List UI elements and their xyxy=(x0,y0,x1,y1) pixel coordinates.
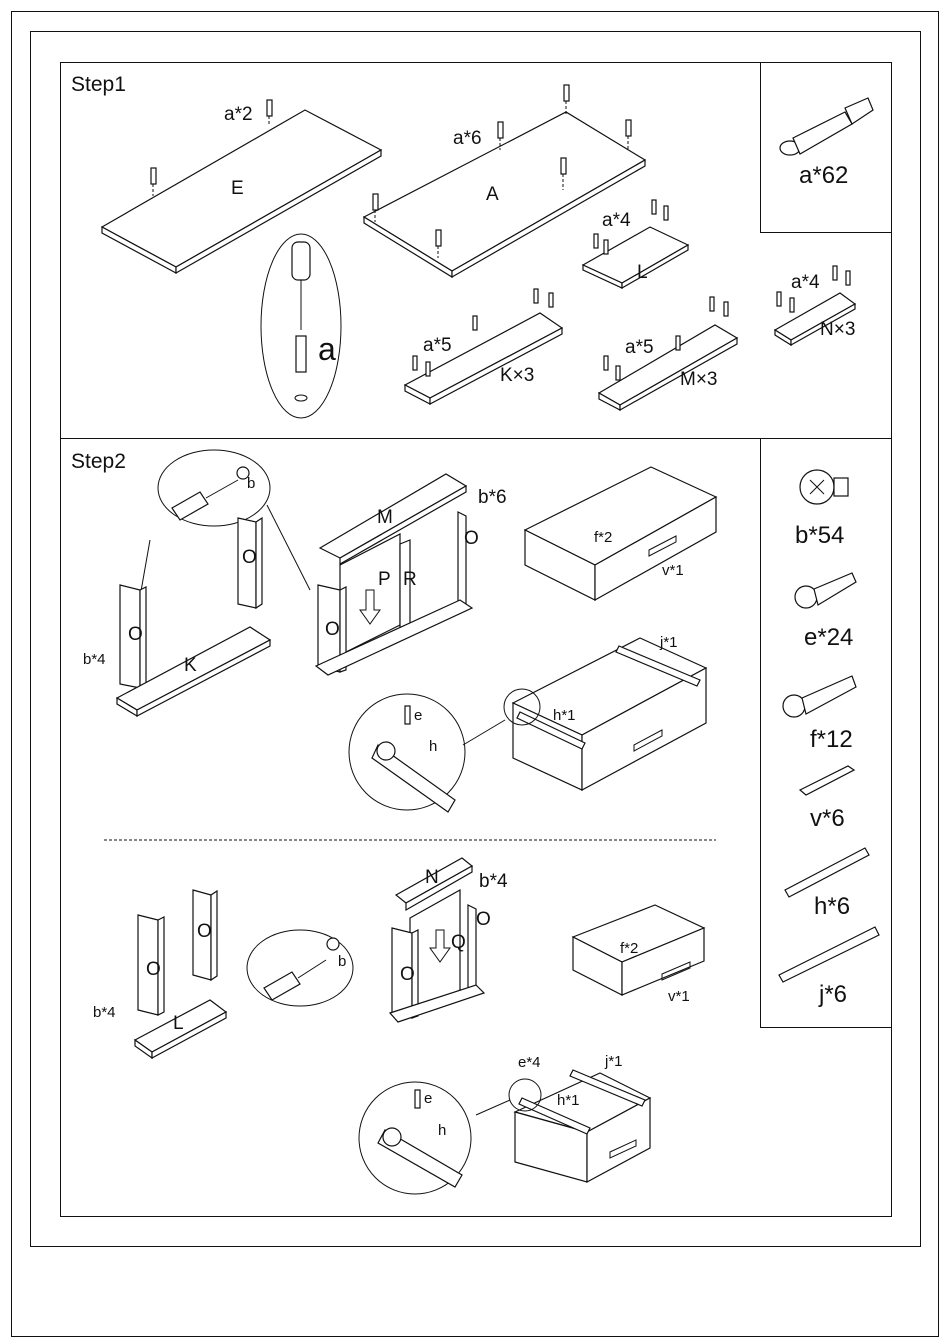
label-k: K×3 xyxy=(500,366,534,385)
label-v1: v*1 xyxy=(668,989,690,1004)
screw-icon xyxy=(405,706,410,724)
label-k-count: a*5 xyxy=(423,336,452,355)
label-n-count: a*4 xyxy=(791,273,820,292)
stick-icon xyxy=(800,766,854,795)
cam-lock-icon xyxy=(800,470,848,504)
label-a-count: a*6 xyxy=(453,129,482,148)
panel-m xyxy=(599,325,737,405)
label-h: h xyxy=(429,739,437,754)
label-j1: j*1 xyxy=(605,1054,623,1069)
label-l: L xyxy=(173,1014,184,1033)
label-f2: f*2 xyxy=(620,941,638,956)
label-r: R xyxy=(403,570,417,589)
label-o: O xyxy=(242,548,257,567)
label-o: O xyxy=(400,965,415,984)
screw-icon xyxy=(795,573,856,608)
label-b: b xyxy=(247,476,255,491)
screwdriver-icon xyxy=(172,467,249,520)
label-l-count: a*4 xyxy=(602,211,631,230)
step2-title: Step2 xyxy=(71,451,126,472)
label-e4: e*4 xyxy=(518,1055,541,1070)
label-e: E xyxy=(231,179,244,198)
label-v1: v*1 xyxy=(662,563,684,578)
part-b-count: b*54 xyxy=(795,524,844,548)
label-m: M xyxy=(377,508,393,527)
screwdriver-icon xyxy=(264,938,339,1000)
rail-icon xyxy=(779,927,879,982)
label-o: O xyxy=(128,625,143,644)
label-b6: b*6 xyxy=(478,488,507,507)
label-o: O xyxy=(197,922,212,941)
part-j-count: j*6 xyxy=(819,983,847,1007)
part-h-count: h*6 xyxy=(814,895,850,919)
bolt-icon xyxy=(783,676,856,717)
part-f-count: f*12 xyxy=(810,728,853,752)
label-b-count: b*4 xyxy=(93,1005,116,1020)
part-v-count: v*6 xyxy=(810,807,845,831)
label-m: M×3 xyxy=(680,370,718,389)
screwdriver-icon xyxy=(292,242,310,330)
label-b4: b*4 xyxy=(479,872,508,891)
label-q: Q xyxy=(451,933,466,952)
label-o: O xyxy=(464,529,479,548)
label-p: P xyxy=(378,570,391,589)
part-a-count: a*62 xyxy=(799,164,848,188)
label-h: h xyxy=(438,1123,446,1138)
part-e-count: e*24 xyxy=(804,626,853,650)
label-n: N×3 xyxy=(820,320,855,339)
label-e: e xyxy=(414,708,422,723)
label-o: O xyxy=(476,910,491,929)
label-n: N xyxy=(425,868,439,887)
label-j1: j*1 xyxy=(660,635,678,650)
label-h1: h*1 xyxy=(553,708,576,723)
step1-title: Step1 xyxy=(71,74,126,95)
label-b: b xyxy=(338,954,346,969)
screw-icon xyxy=(415,1090,420,1108)
label-f2: f*2 xyxy=(594,530,612,545)
label-detail-a: a xyxy=(318,333,336,365)
label-k: K xyxy=(184,656,197,675)
label-o: O xyxy=(146,960,161,979)
cam-dowel-icon xyxy=(296,336,306,372)
label-b-count: b*4 xyxy=(83,652,106,667)
label-m-count: a*5 xyxy=(625,338,654,357)
label-l: L xyxy=(637,263,648,282)
label-h1: h*1 xyxy=(557,1093,580,1108)
label-o: O xyxy=(325,620,340,639)
rail-icon xyxy=(785,848,869,897)
label-e: e xyxy=(424,1091,432,1106)
cam-dowel-icon xyxy=(780,98,873,155)
label-e-count: a*2 xyxy=(224,105,253,124)
label-a: A xyxy=(486,185,499,204)
